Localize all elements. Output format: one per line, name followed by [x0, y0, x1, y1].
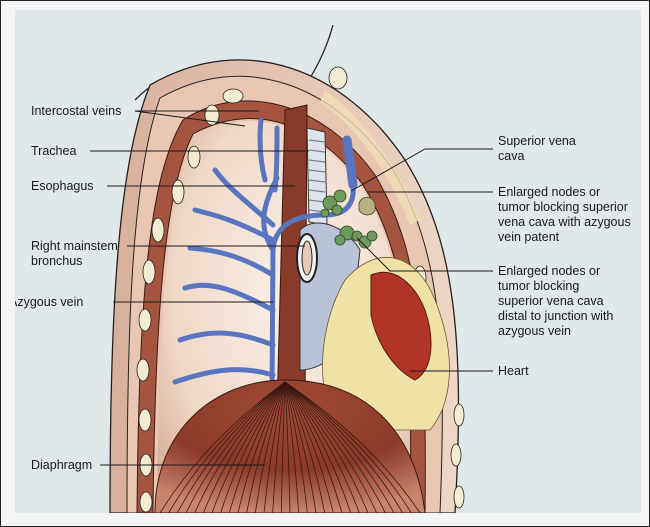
diaphragm-fiber [284, 381, 378, 513]
diaphragm-fiber [284, 381, 308, 513]
diaphragm-fiber [284, 381, 412, 513]
anatomy-illustration [90, 24, 493, 513]
diaphragm-fiber [176, 381, 286, 513]
shoulder-tissue [320, 90, 420, 225]
diaphragm-fiber [284, 381, 395, 513]
diaphragm-fiber [284, 381, 421, 513]
label-superior-vena-cava: Superior vena cava [498, 134, 576, 163]
label-heart: Heart [498, 364, 529, 378]
tumor-mass [358, 196, 376, 216]
diaphragm-fiber [237, 381, 286, 513]
diaphragm-fiber [185, 381, 286, 513]
diaphragm-fiber [284, 381, 291, 513]
diaphragm-fiber [211, 381, 286, 513]
diaphragm-fiber [159, 381, 286, 513]
diaphragm-fiber [202, 381, 286, 513]
label-nodes-distal: Enlarged nodes or tumor blocking superio… [498, 264, 614, 338]
diaphragm-fiber [284, 381, 317, 513]
diaphragm-fiber [284, 381, 352, 513]
diaphragm-fiber [284, 381, 343, 513]
label-trachea: Trachea [31, 144, 77, 158]
diaphragm-fiber [284, 381, 334, 513]
diaphragm-fiber [246, 381, 286, 513]
diaphragm-fiber [228, 381, 286, 513]
diaphragm-fiber [272, 381, 286, 513]
diaphragm-fiber [194, 381, 286, 513]
diaphragm-fiber [254, 381, 286, 513]
diaphragm-fiber [284, 381, 404, 513]
diaphragm-fiber [284, 381, 300, 513]
trachea-rings [308, 139, 326, 213]
diaphragm-fibers [159, 381, 421, 513]
label-esophagus: Esophagus [31, 179, 94, 193]
label-diaphragm: Diaphragm [31, 458, 93, 472]
lymph-nodes [320, 189, 378, 249]
diaphragm-shape [154, 379, 426, 513]
diaphragm-fiber [284, 381, 369, 513]
diaphragm-fiber [284, 381, 360, 513]
diaphragm-fiber [168, 381, 286, 513]
diaphragm-fiber [263, 381, 286, 513]
diaphragm-fiber [284, 381, 386, 513]
label-nodes-proximal: Enlarged nodes or tumor blocking superio… [498, 185, 631, 244]
diaphragm-fiber [220, 381, 286, 513]
label-right-mainstem-bronchus: Right mainstem bronchus [31, 239, 118, 268]
diaphragm-fiber [284, 381, 326, 513]
heart-shape [370, 271, 432, 381]
figure-panel: Intercostal veins Trachea Esophagus Righ… [15, 10, 641, 513]
leader-lines [90, 110, 493, 466]
diaphragm-fiber [280, 381, 286, 513]
label-azygous-vein: Azygous vein [15, 295, 84, 309]
label-intercostal-veins: Intercostal veins [31, 104, 122, 118]
